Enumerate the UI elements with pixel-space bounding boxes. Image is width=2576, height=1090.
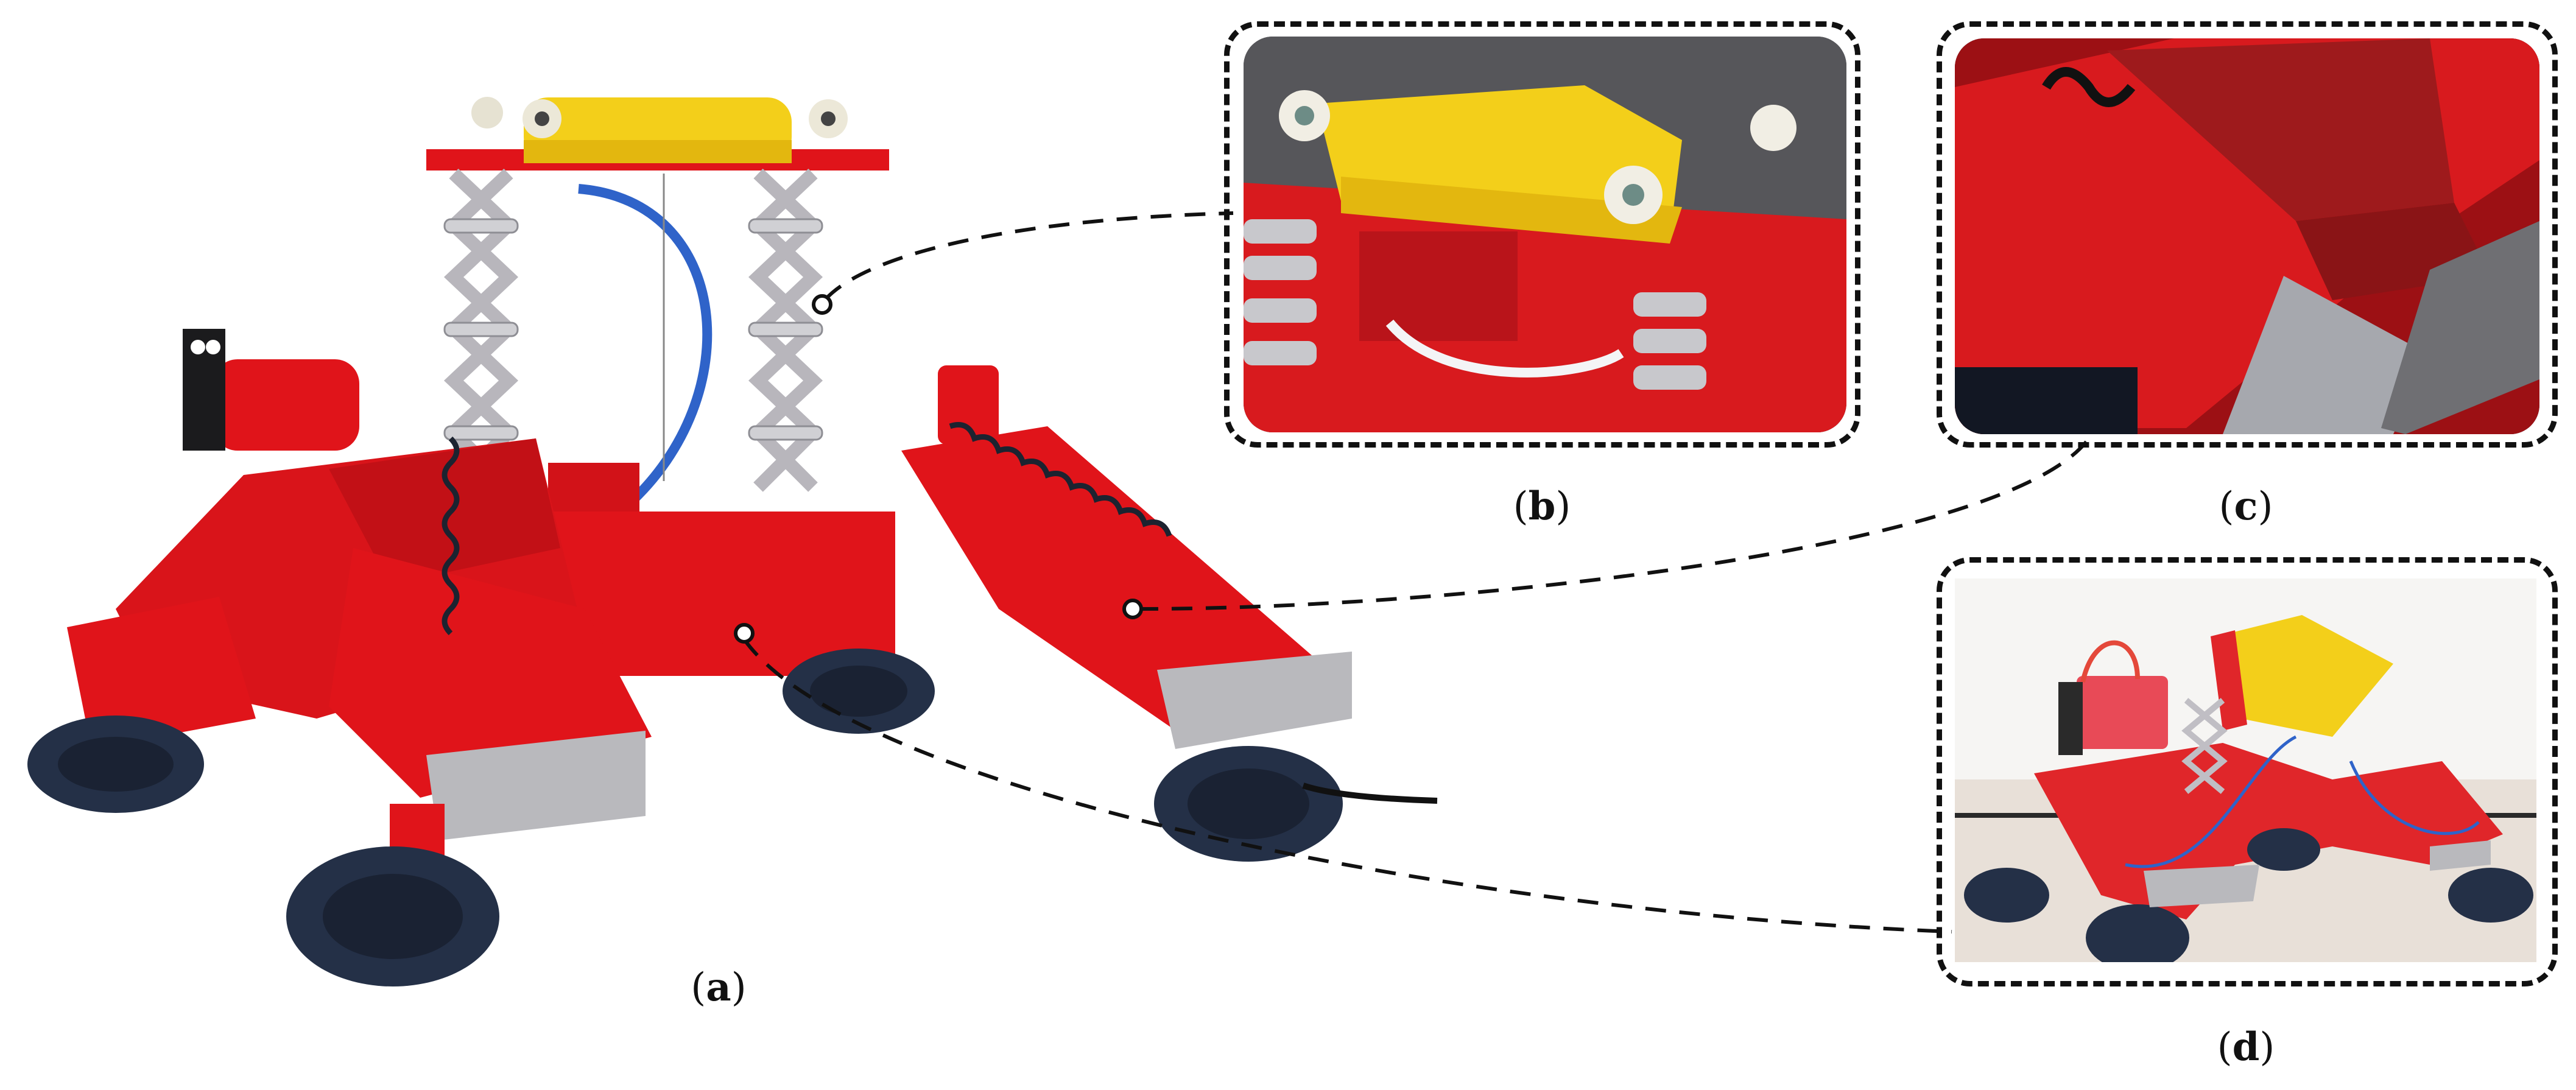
panel-d — [1937, 557, 2558, 986]
panel-d-frame — [1937, 557, 2558, 986]
panel-d-label: (d) — [2217, 1024, 2275, 1070]
panel-b-photo — [1244, 37, 1846, 432]
panel-c-frame — [1937, 21, 2558, 448]
panel-b — [1224, 21, 1860, 448]
panel-c-photo — [1955, 38, 2539, 434]
panel-c-label: (c) — [2219, 483, 2273, 529]
panel-b-label: (b) — [1513, 483, 1571, 529]
panel-d-photo — [1955, 578, 2536, 962]
panel-a-label: (a) — [691, 965, 747, 1010]
panel-b-frame — [1224, 21, 1860, 448]
panel-c — [1937, 21, 2558, 448]
